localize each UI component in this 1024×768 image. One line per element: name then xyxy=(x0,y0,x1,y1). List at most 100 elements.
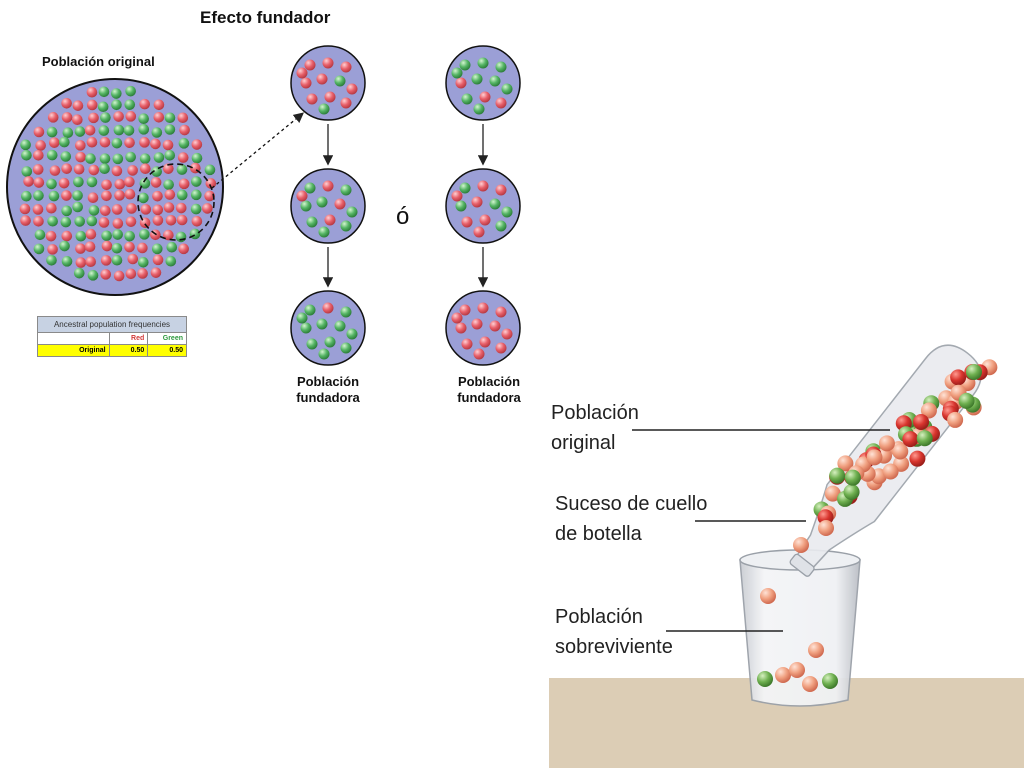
allele-dot xyxy=(60,216,72,228)
allele-dot xyxy=(489,198,501,210)
allele-dot xyxy=(304,182,316,194)
allele-dot xyxy=(150,177,162,188)
allele-dot xyxy=(32,204,44,215)
bead xyxy=(878,435,895,452)
allele-dot xyxy=(165,214,177,226)
allele-dot xyxy=(75,230,87,242)
allele-dot xyxy=(100,269,112,280)
bead xyxy=(837,455,854,472)
label-original-line2: original xyxy=(551,432,616,454)
allele-dot xyxy=(98,217,110,228)
allele-dot xyxy=(61,190,72,201)
allele-dot xyxy=(340,342,352,354)
allele-dot xyxy=(86,176,98,188)
allele-dot xyxy=(33,216,44,227)
allele-dot xyxy=(189,228,201,240)
allele-dot xyxy=(88,164,100,176)
bead xyxy=(866,449,883,466)
allele-dot xyxy=(139,137,150,148)
allele-dot xyxy=(46,178,57,190)
bead xyxy=(793,537,809,553)
allele-dot xyxy=(75,243,86,254)
bead xyxy=(909,450,926,467)
allele-dot xyxy=(340,61,352,73)
allele-dot xyxy=(322,180,334,192)
allele-dot xyxy=(346,83,358,95)
bead xyxy=(844,469,861,486)
allele-dot xyxy=(98,125,110,136)
allele-dot xyxy=(137,268,148,279)
allele-dot xyxy=(125,268,137,280)
bead xyxy=(808,642,824,658)
allele-dot xyxy=(87,270,99,281)
allele-dot xyxy=(125,151,136,163)
frequency-table-header: Ancestral population frequencies xyxy=(38,317,186,333)
allele-dot xyxy=(163,229,174,241)
allele-dot xyxy=(489,320,501,332)
founder-label-right-line2: fundadora xyxy=(457,390,521,405)
allele-dot xyxy=(86,136,98,148)
allele-dot xyxy=(61,112,73,123)
allele-dot xyxy=(191,176,202,187)
founder-label-right: Población fundadora xyxy=(429,374,549,406)
allele-dot xyxy=(100,255,112,266)
allele-dot xyxy=(455,322,467,334)
sample-dashed-circle xyxy=(137,163,215,241)
allele-dot xyxy=(46,255,57,266)
allele-dot xyxy=(34,229,46,241)
allele-dot xyxy=(61,230,73,242)
allele-dot xyxy=(153,99,165,111)
allele-dot xyxy=(124,176,135,188)
col-green: Green xyxy=(162,335,183,342)
allele-dot xyxy=(150,138,161,150)
allele-dot xyxy=(88,205,100,216)
label-original-line1: Población xyxy=(551,402,639,424)
label-bottleneck-event: Suceso de cuello de botella xyxy=(555,489,707,549)
allele-dot xyxy=(47,215,58,227)
allele-dot xyxy=(84,124,96,136)
allele-dot xyxy=(151,166,162,177)
allele-dot xyxy=(165,255,177,267)
allele-dot xyxy=(153,111,165,123)
allele-dot xyxy=(75,140,86,151)
allele-dot xyxy=(177,152,189,163)
allele-dot xyxy=(300,77,312,89)
allele-dot xyxy=(451,312,463,324)
allele-dot xyxy=(111,99,122,111)
bead xyxy=(775,667,791,683)
allele-dot xyxy=(304,59,316,71)
allele-dot xyxy=(479,214,491,226)
allele-dot xyxy=(127,253,139,265)
allele-dot xyxy=(113,111,124,122)
bead xyxy=(829,467,846,484)
allele-dot xyxy=(334,320,346,332)
allele-dot xyxy=(322,302,334,314)
allele-dot xyxy=(471,318,483,330)
allele-dot xyxy=(72,190,83,201)
allele-dot xyxy=(179,124,190,136)
label-original-population: Población original xyxy=(551,398,639,458)
allele-dot xyxy=(111,165,123,177)
allele-dot xyxy=(114,178,126,190)
allele-dot xyxy=(87,192,99,203)
allele-dot xyxy=(98,86,110,98)
allele-dot xyxy=(99,163,110,175)
founder-label-left: Población fundadora xyxy=(268,374,388,406)
allele-dot xyxy=(138,124,150,135)
allele-dot xyxy=(176,189,188,201)
original-population-alleles xyxy=(19,85,217,282)
allele-dot xyxy=(340,184,352,196)
bead xyxy=(818,520,834,536)
allele-dot xyxy=(164,124,176,135)
allele-dot xyxy=(191,215,203,227)
allele-dot xyxy=(473,103,485,115)
allele-dot xyxy=(166,241,178,253)
allele-dot xyxy=(163,202,175,213)
allele-dot xyxy=(75,257,87,268)
allele-dot xyxy=(85,228,97,240)
allele-dot xyxy=(21,166,33,177)
label-survivor-line1: Población xyxy=(555,606,643,628)
allele-dot xyxy=(47,244,58,255)
allele-dot xyxy=(495,220,507,232)
